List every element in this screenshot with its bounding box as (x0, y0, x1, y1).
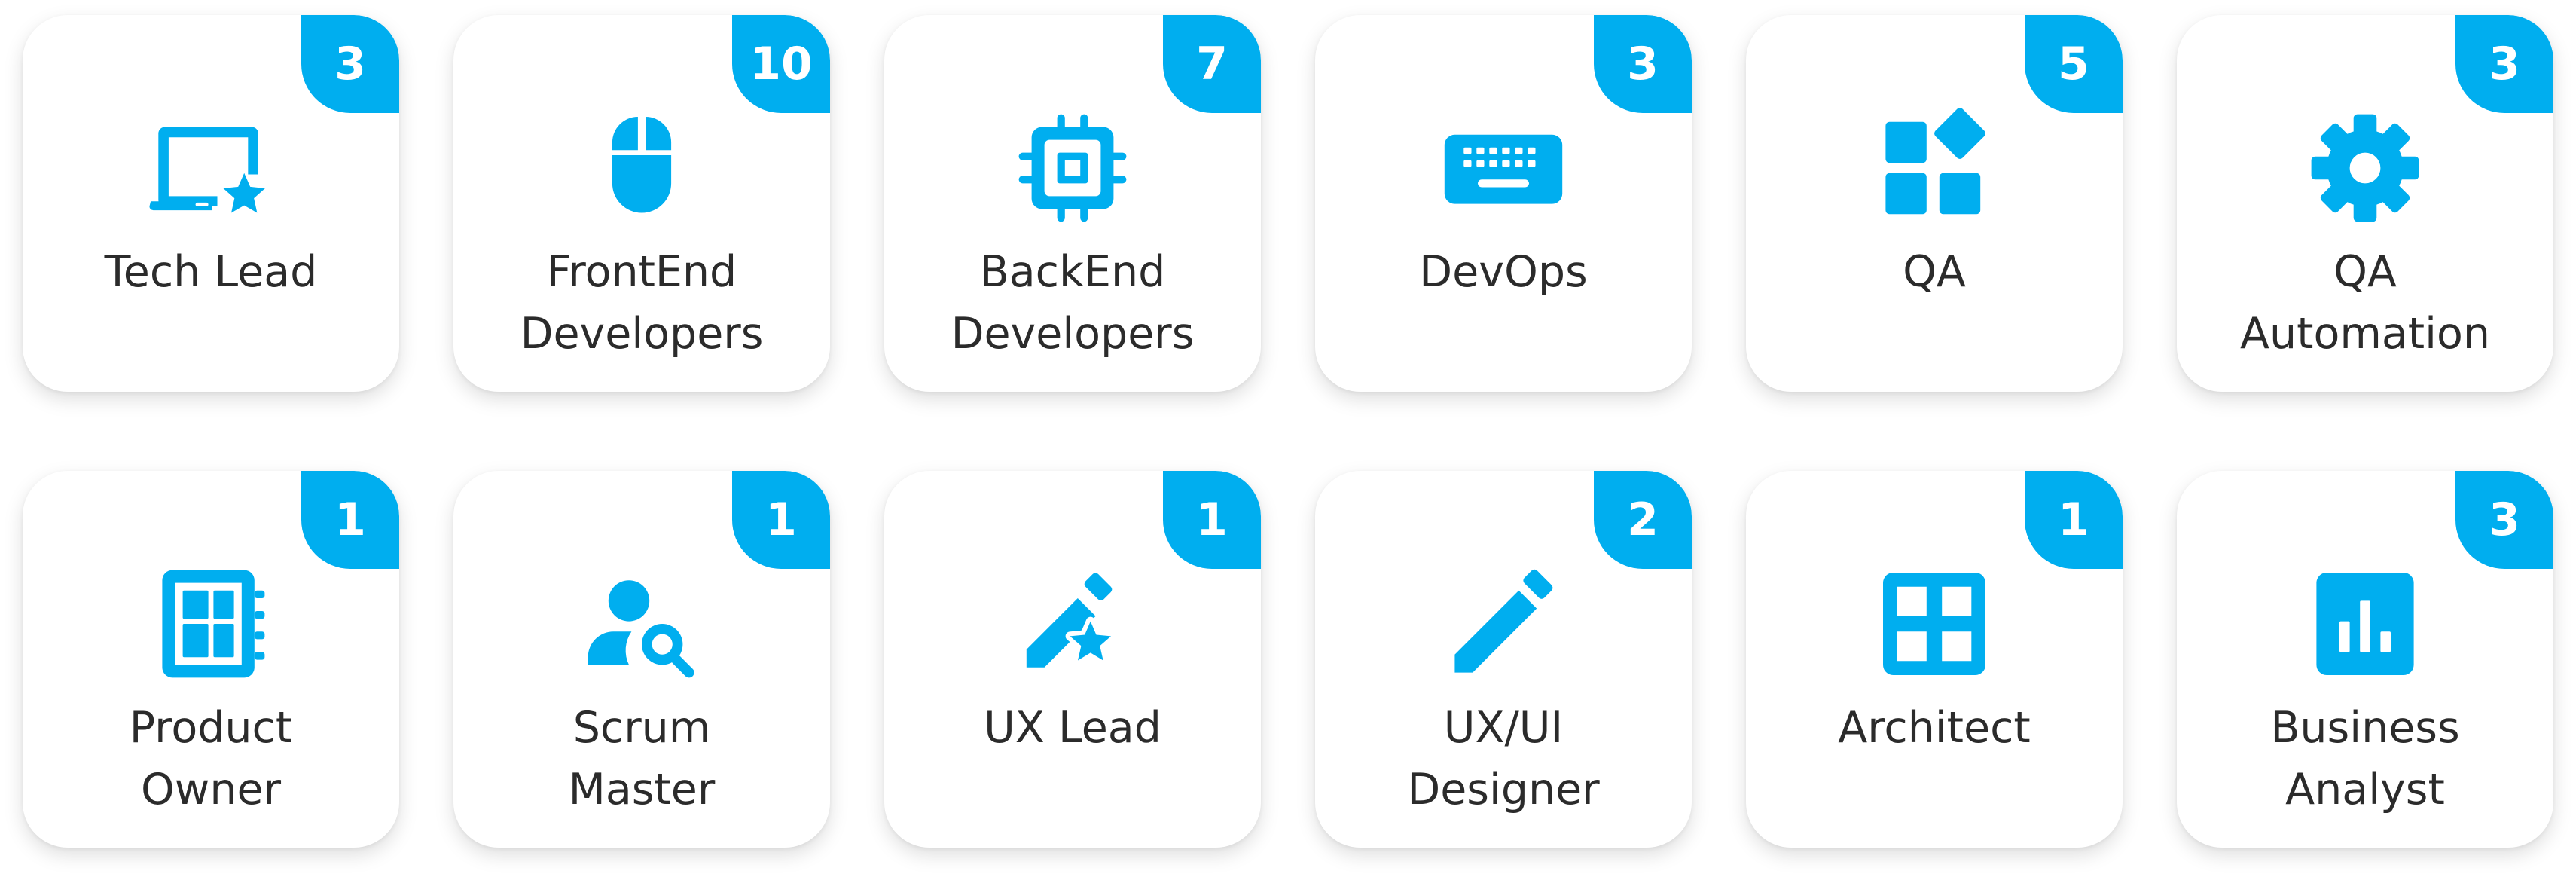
count-badge: 1 (1163, 471, 1261, 569)
keyboard-icon (1439, 104, 1567, 232)
pencil-icon (1439, 560, 1567, 688)
person-search-icon (578, 560, 706, 688)
count-badge: 1 (2025, 471, 2123, 569)
bar-chart-icon (2301, 560, 2429, 688)
count-badge: 3 (1594, 15, 1692, 113)
role-label: Business Analyst (2270, 703, 2460, 814)
count-badge: 3 (2455, 15, 2553, 113)
role-label: QA (1903, 247, 1966, 297)
role-label: Tech Lead (104, 247, 318, 297)
notebook-layout-icon (147, 560, 275, 688)
role-label: BackEnd Developers (951, 247, 1195, 359)
chip-icon (1009, 104, 1137, 232)
role-card-qa-automation: 3 QA Automation (2177, 15, 2553, 392)
grid-icon (1870, 560, 1998, 688)
role-card-architect: 1 Architect (1746, 471, 2123, 848)
role-label: UX Lead (984, 703, 1161, 753)
role-label: Product Owner (129, 703, 293, 814)
role-card-product-owner: 1 Product Owner (23, 471, 399, 848)
role-card-ux-ui-designer: 2 UX/UI Designer (1315, 471, 1692, 848)
role-label: Scrum Master (568, 703, 716, 814)
pencil-star-icon (1009, 560, 1137, 688)
role-card-devops: 3 (1315, 15, 1692, 392)
widgets-icon (1870, 104, 1998, 232)
role-card-ux-lead: 1 UX Lead (884, 471, 1261, 848)
role-card-qa: 5 QA (1746, 15, 2123, 392)
role-card-scrum-master: 1 Scrum Master (453, 471, 830, 848)
role-label: DevOps (1419, 247, 1588, 297)
role-card-tech-lead: 3 Tech Lead (23, 15, 399, 392)
count-badge: 10 (732, 15, 830, 113)
role-label: UX/UI Designer (1407, 703, 1600, 814)
role-card-backend-developers: 7 BackEnd Developers (884, 15, 1261, 392)
count-badge: 5 (2025, 15, 2123, 113)
role-label: QA Automation (2240, 247, 2490, 359)
count-badge: 3 (301, 15, 399, 113)
role-card-business-analyst: 3 Business Analyst (2177, 471, 2553, 848)
count-badge: 2 (1594, 471, 1692, 569)
role-label: Architect (1838, 703, 2031, 753)
mouse-icon (578, 104, 706, 232)
count-badge: 1 (732, 471, 830, 569)
roles-grid: 3 Tech Lead 10 FrontEnd Developers (23, 15, 2553, 848)
role-card-frontend-developers: 10 FrontEnd Developers (453, 15, 830, 392)
laptop-star-icon (147, 104, 275, 232)
count-badge: 1 (301, 471, 399, 569)
gear-icon (2301, 104, 2429, 232)
count-badge: 3 (2455, 471, 2553, 569)
role-label: FrontEnd Developers (520, 247, 764, 359)
count-badge: 7 (1163, 15, 1261, 113)
